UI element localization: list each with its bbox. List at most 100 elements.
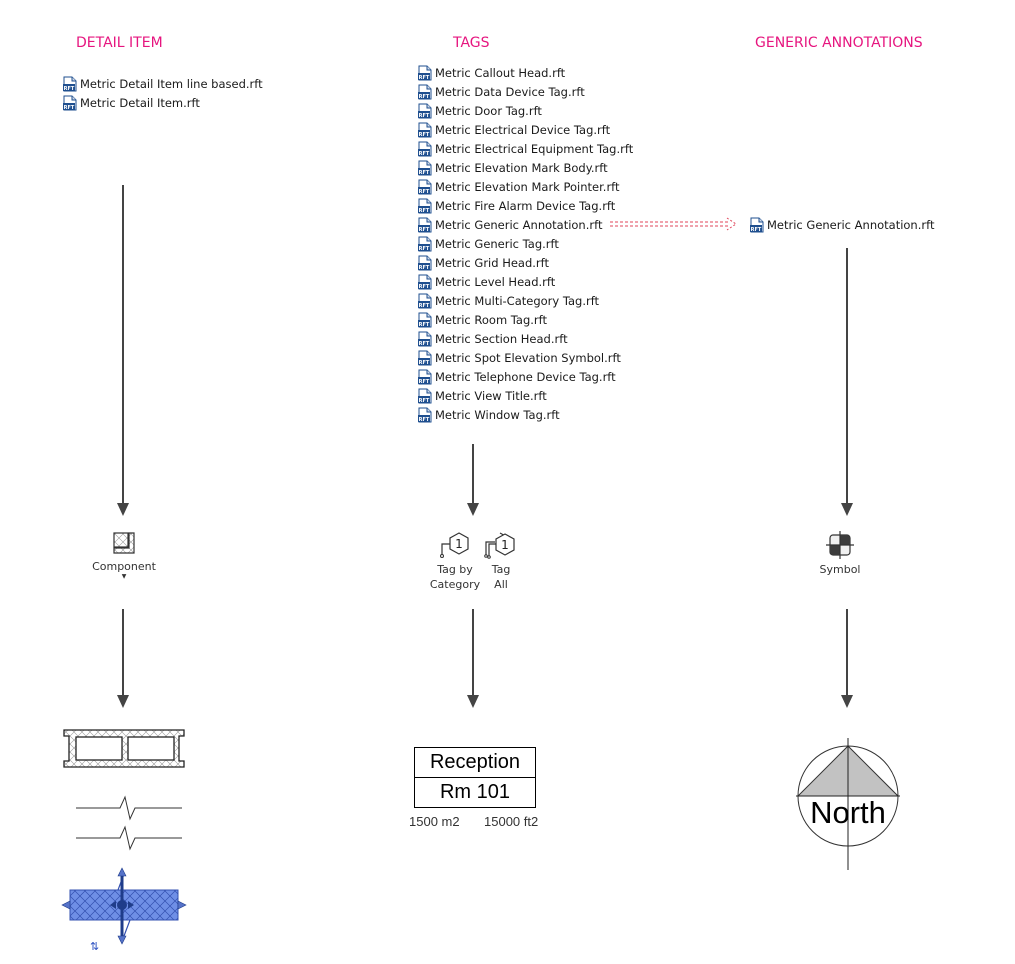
rft-file-icon	[417, 388, 433, 404]
file-name: Metric Generic Tag.rft	[435, 236, 559, 251]
file-item[interactable]: Metric Generic Tag.rft	[417, 234, 633, 253]
file-item[interactable]: Metric Electrical Device Tag.rft	[417, 120, 633, 139]
rft-file-icon	[417, 350, 433, 366]
component-icon	[113, 532, 135, 554]
dashed-arrow	[610, 217, 737, 231]
north-arrow-symbol: North	[796, 738, 900, 870]
file-item[interactable]: Metric Telephone Device Tag.rft	[417, 367, 633, 386]
file-name: Metric Level Head.rft	[435, 274, 556, 289]
rft-file-icon	[417, 179, 433, 195]
svg-text:1: 1	[455, 537, 463, 551]
file-name: Metric Generic Annotation.rft	[435, 217, 603, 232]
file-name: Metric Window Tag.rft	[435, 407, 560, 422]
room-tag-example: Reception Rm 101	[414, 747, 536, 808]
rft-file-icon	[417, 236, 433, 252]
tag-by-category-icon: 1	[440, 532, 469, 558]
file-name: Metric Spot Elevation Symbol.rft	[435, 350, 621, 365]
file-item[interactable]: Metric Detail Item line based.rft	[62, 74, 263, 93]
rft-file-icon	[417, 369, 433, 385]
heading-detail-item: DETAIL ITEM	[76, 35, 163, 51]
tag-all-label-2: All	[494, 578, 508, 591]
file-name: Metric Door Tag.rft	[435, 103, 542, 118]
arrow-down	[841, 609, 853, 708]
north-label: North	[810, 795, 886, 830]
file-item[interactable]: Metric Generic Annotation.rft	[749, 215, 934, 234]
file-name: Metric Data Device Tag.rft	[435, 84, 585, 99]
file-item[interactable]: Metric Fire Alarm Device Tag.rft	[417, 196, 633, 215]
file-item[interactable]: Metric Detail Item.rft	[62, 93, 263, 112]
file-item[interactable]: Metric Electrical Equipment Tag.rft	[417, 139, 633, 158]
symbol-icon	[826, 531, 854, 559]
generic-annotation-file-list: Metric Generic Annotation.rft	[749, 215, 934, 234]
rft-file-icon	[417, 274, 433, 290]
rft-file-icon	[417, 198, 433, 214]
rft-file-icon	[417, 103, 433, 119]
tag-all-label-1: Tag	[491, 563, 511, 576]
file-name: Metric Telephone Device Tag.rft	[435, 369, 616, 384]
file-item[interactable]: Metric Callout Head.rft	[417, 63, 633, 82]
file-item[interactable]: Metric View Title.rft	[417, 386, 633, 405]
symbol-button[interactable]: Symbol	[808, 531, 872, 577]
tag-by-category-label-2: Category	[429, 578, 481, 591]
arrow-down	[841, 248, 853, 516]
rft-file-icon	[417, 217, 433, 233]
file-item[interactable]: Metric Elevation Mark Pointer.rft	[417, 177, 633, 196]
dropdown-arrow-icon[interactable]: ▼	[121, 573, 127, 580]
file-item[interactable]: Metric Spot Elevation Symbol.rft	[417, 348, 633, 367]
rft-file-icon	[417, 122, 433, 138]
file-item[interactable]: Metric Section Head.rft	[417, 329, 633, 348]
file-item[interactable]: Metric Multi-Category Tag.rft	[417, 291, 633, 310]
file-name: Metric Detail Item line based.rft	[80, 76, 263, 91]
rft-file-icon	[417, 160, 433, 176]
file-name: Metric Multi-Category Tag.rft	[435, 293, 600, 308]
file-name: Metric View Title.rft	[435, 388, 547, 403]
room-area-imperial: 15000 ft2	[484, 814, 539, 829]
file-name: Metric Section Head.rft	[435, 331, 568, 346]
file-item[interactable]: Metric Door Tag.rft	[417, 101, 633, 120]
file-item[interactable]: Metric Elevation Mark Body.rft	[417, 158, 633, 177]
file-name: Metric Generic Annotation.rft	[767, 217, 935, 232]
file-name: Metric Electrical Device Tag.rft	[435, 122, 611, 137]
heading-generic-annotations: GENERIC ANNOTATIONS	[755, 35, 923, 51]
break-line-icon	[76, 795, 182, 851]
detail-item-cmu-block	[63, 729, 185, 768]
symbol-label: Symbol	[819, 563, 861, 576]
rft-file-icon	[417, 65, 433, 81]
flip-icon: ⇅	[90, 940, 99, 953]
component-button[interactable]: Component ▼	[86, 530, 162, 580]
file-item[interactable]: Metric Data Device Tag.rft	[417, 82, 633, 101]
selected-detail-item[interactable]: ⇅	[60, 866, 190, 956]
file-name: Metric Electrical Equipment Tag.rft	[435, 141, 634, 156]
rft-file-icon	[417, 312, 433, 328]
tag-by-category-button[interactable]: 1 Tag by Category	[428, 531, 482, 592]
file-name: Metric Elevation Mark Pointer.rft	[435, 179, 620, 194]
room-name: Reception	[415, 748, 535, 778]
rft-file-icon	[417, 293, 433, 309]
rft-file-icon	[417, 407, 433, 423]
file-item[interactable]: Metric Grid Head.rft	[417, 253, 633, 272]
component-label: Component	[92, 560, 156, 573]
tag-all-button[interactable]: 1 Tag All	[482, 531, 520, 592]
file-name: Metric Grid Head.rft	[435, 255, 550, 270]
tag-by-category-label-1: Tag by	[437, 563, 473, 576]
file-item[interactable]: Metric Generic Annotation.rft	[417, 215, 633, 234]
file-item[interactable]: Metric Level Head.rft	[417, 272, 633, 291]
heading-tags: TAGS	[453, 35, 490, 51]
tag-all-icon: 1	[484, 532, 515, 559]
detail-item-file-list: Metric Detail Item line based.rft Metric…	[62, 74, 263, 112]
arrow-down	[117, 609, 129, 708]
rft-file-icon	[62, 76, 78, 92]
arrow-down	[467, 609, 479, 708]
rft-file-icon	[417, 84, 433, 100]
file-name: Metric Elevation Mark Body.rft	[435, 160, 608, 175]
svg-text:1: 1	[501, 538, 509, 552]
rft-file-icon	[417, 255, 433, 271]
room-area-metric: 1500 m2	[409, 814, 460, 829]
file-name: Metric Detail Item.rft	[80, 95, 200, 110]
arrow-down	[467, 444, 479, 516]
file-item[interactable]: Metric Window Tag.rft	[417, 405, 633, 424]
file-item[interactable]: Metric Room Tag.rft	[417, 310, 633, 329]
rft-file-icon	[62, 95, 78, 111]
room-number: Rm 101	[439, 781, 511, 803]
